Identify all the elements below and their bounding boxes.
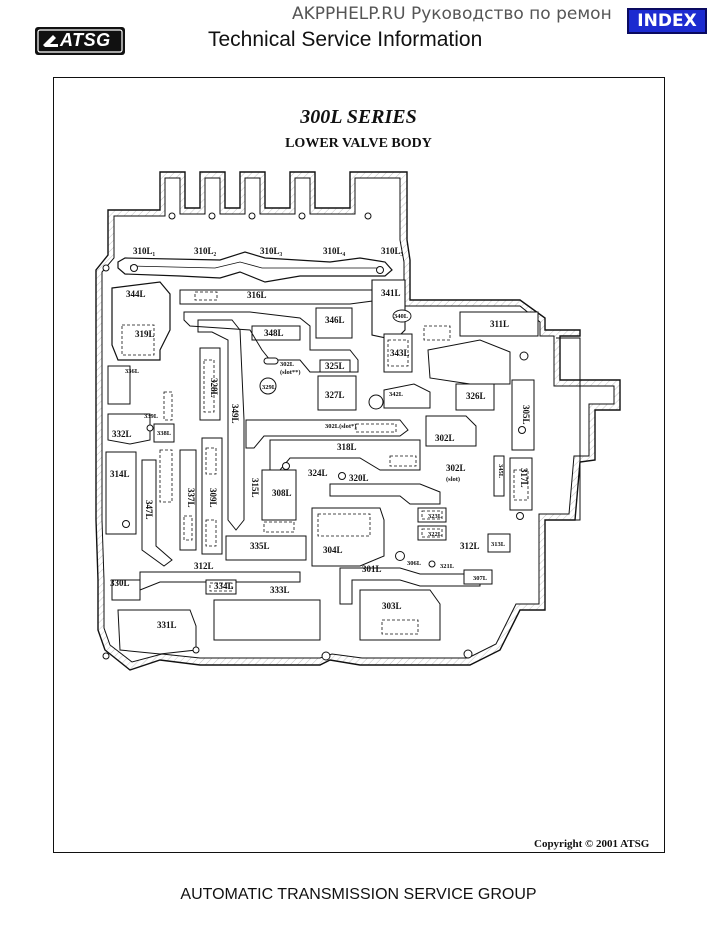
passage-label-349l: 349L	[230, 404, 240, 424]
index-button[interactable]: INDEX	[627, 8, 707, 34]
passage-label-314l: 314L	[110, 469, 130, 479]
passage-label-308l: 308L	[272, 488, 292, 498]
passage-label-312lr: 312L	[460, 541, 480, 551]
passage-label-310l4: 310L₄	[323, 246, 346, 256]
passage-label-310l3: 310L₃	[260, 246, 283, 256]
passage-label-310l2: 310L₂	[194, 246, 217, 256]
passage-label-348l: 348L	[264, 328, 284, 338]
passage-label-335l: 335L	[250, 541, 270, 551]
watermark-text: AKPPHELP.RU Руководство по ремон	[292, 4, 612, 24]
passage-label-302l: 302L	[435, 433, 455, 443]
passage-label-325l: 325L	[325, 361, 345, 371]
passage-label-338l: 338L	[157, 430, 172, 437]
diagram-title: 300L SERIES	[300, 106, 417, 128]
passage-label-336l: 336L	[125, 368, 140, 375]
passage-label-304l: 304L	[323, 545, 343, 555]
passage-label-333l: 333L	[270, 585, 290, 595]
passage-label-319l: 319L	[135, 329, 155, 339]
passage-label-311l: 311L	[490, 319, 509, 329]
passage-label-329l: 329L	[262, 384, 277, 391]
passage-label-322l: 322L	[428, 531, 443, 538]
section-title: Technical Service Information	[208, 28, 483, 51]
passage-label-341l: 341L	[381, 288, 401, 298]
passage-label-343l: 343L	[390, 348, 410, 358]
passage-label-324l: 324L	[308, 468, 328, 478]
passage-label-330l: 330L	[110, 578, 130, 588]
passage-label-305l: 305L	[521, 405, 531, 425]
passage-label-309l: 309L	[208, 488, 218, 508]
passage-label-327l: 327L	[325, 390, 345, 400]
passage-label-340l: 340L	[394, 313, 409, 320]
diagram-subtitle: LOWER VALVE BODY	[285, 136, 432, 151]
passage-label-332l: 332L	[112, 429, 132, 439]
passage-label-342l: 342L	[389, 391, 404, 398]
passage-label-302lslot: 302L	[446, 463, 466, 473]
logo-arrow-icon	[43, 35, 58, 47]
passage-label-302lslot2b: (slot**)	[280, 369, 301, 376]
footer-text: AUTOMATIC TRANSMISSION SERVICE GROUP	[180, 886, 537, 903]
passage-label-347l: 347L	[144, 500, 154, 520]
passage-label-321l: 321L	[440, 563, 455, 570]
passage-label-310l5: 310L₅	[381, 246, 404, 256]
passage-label-306l: 306L	[407, 560, 422, 567]
passage-label-315l: 315L	[250, 478, 260, 498]
passage-label-345l: 345L	[497, 464, 504, 479]
passage-label-346l: 346L	[325, 315, 345, 325]
passage-label-344l: 344L	[126, 289, 146, 299]
passage-label-337l: 337L	[186, 488, 196, 508]
logo-text: ATSG	[60, 30, 111, 50]
passage-label-326l: 326L	[466, 391, 486, 401]
passage-label-318l: 318L	[337, 442, 357, 452]
passage-label-339l: 339L	[144, 413, 159, 420]
passage-label-316l: 316L	[247, 290, 267, 300]
atsg-logo	[35, 27, 125, 55]
passage-label-313l: 313L	[491, 541, 506, 548]
passage-label-312ll: 312L	[194, 561, 214, 571]
copyright-text: Copyright © 2001 ATSG	[534, 838, 650, 850]
diagram-frame	[53, 77, 665, 853]
passage-label-302lslot2: 302L	[280, 361, 295, 368]
passage-label-307l: 307L	[473, 575, 488, 582]
passage-label-310l1: 310L₁	[133, 246, 156, 256]
passage-label-317l: 317L	[519, 468, 529, 488]
passage-label-303l: 303L	[382, 601, 402, 611]
passage-label-302lslot1: 302L(slot*)	[325, 423, 356, 430]
passage-label-302lslotb: (slot)	[446, 476, 460, 483]
passage-label-334l: 334L	[214, 581, 234, 591]
passage-label-331l: 331L	[157, 620, 177, 630]
passage-label-328l: 328L	[209, 378, 219, 398]
passage-label-320l: 320L	[349, 473, 369, 483]
passage-label-323l: 323L	[428, 513, 443, 520]
passage-label-301l: 301L	[362, 564, 382, 574]
